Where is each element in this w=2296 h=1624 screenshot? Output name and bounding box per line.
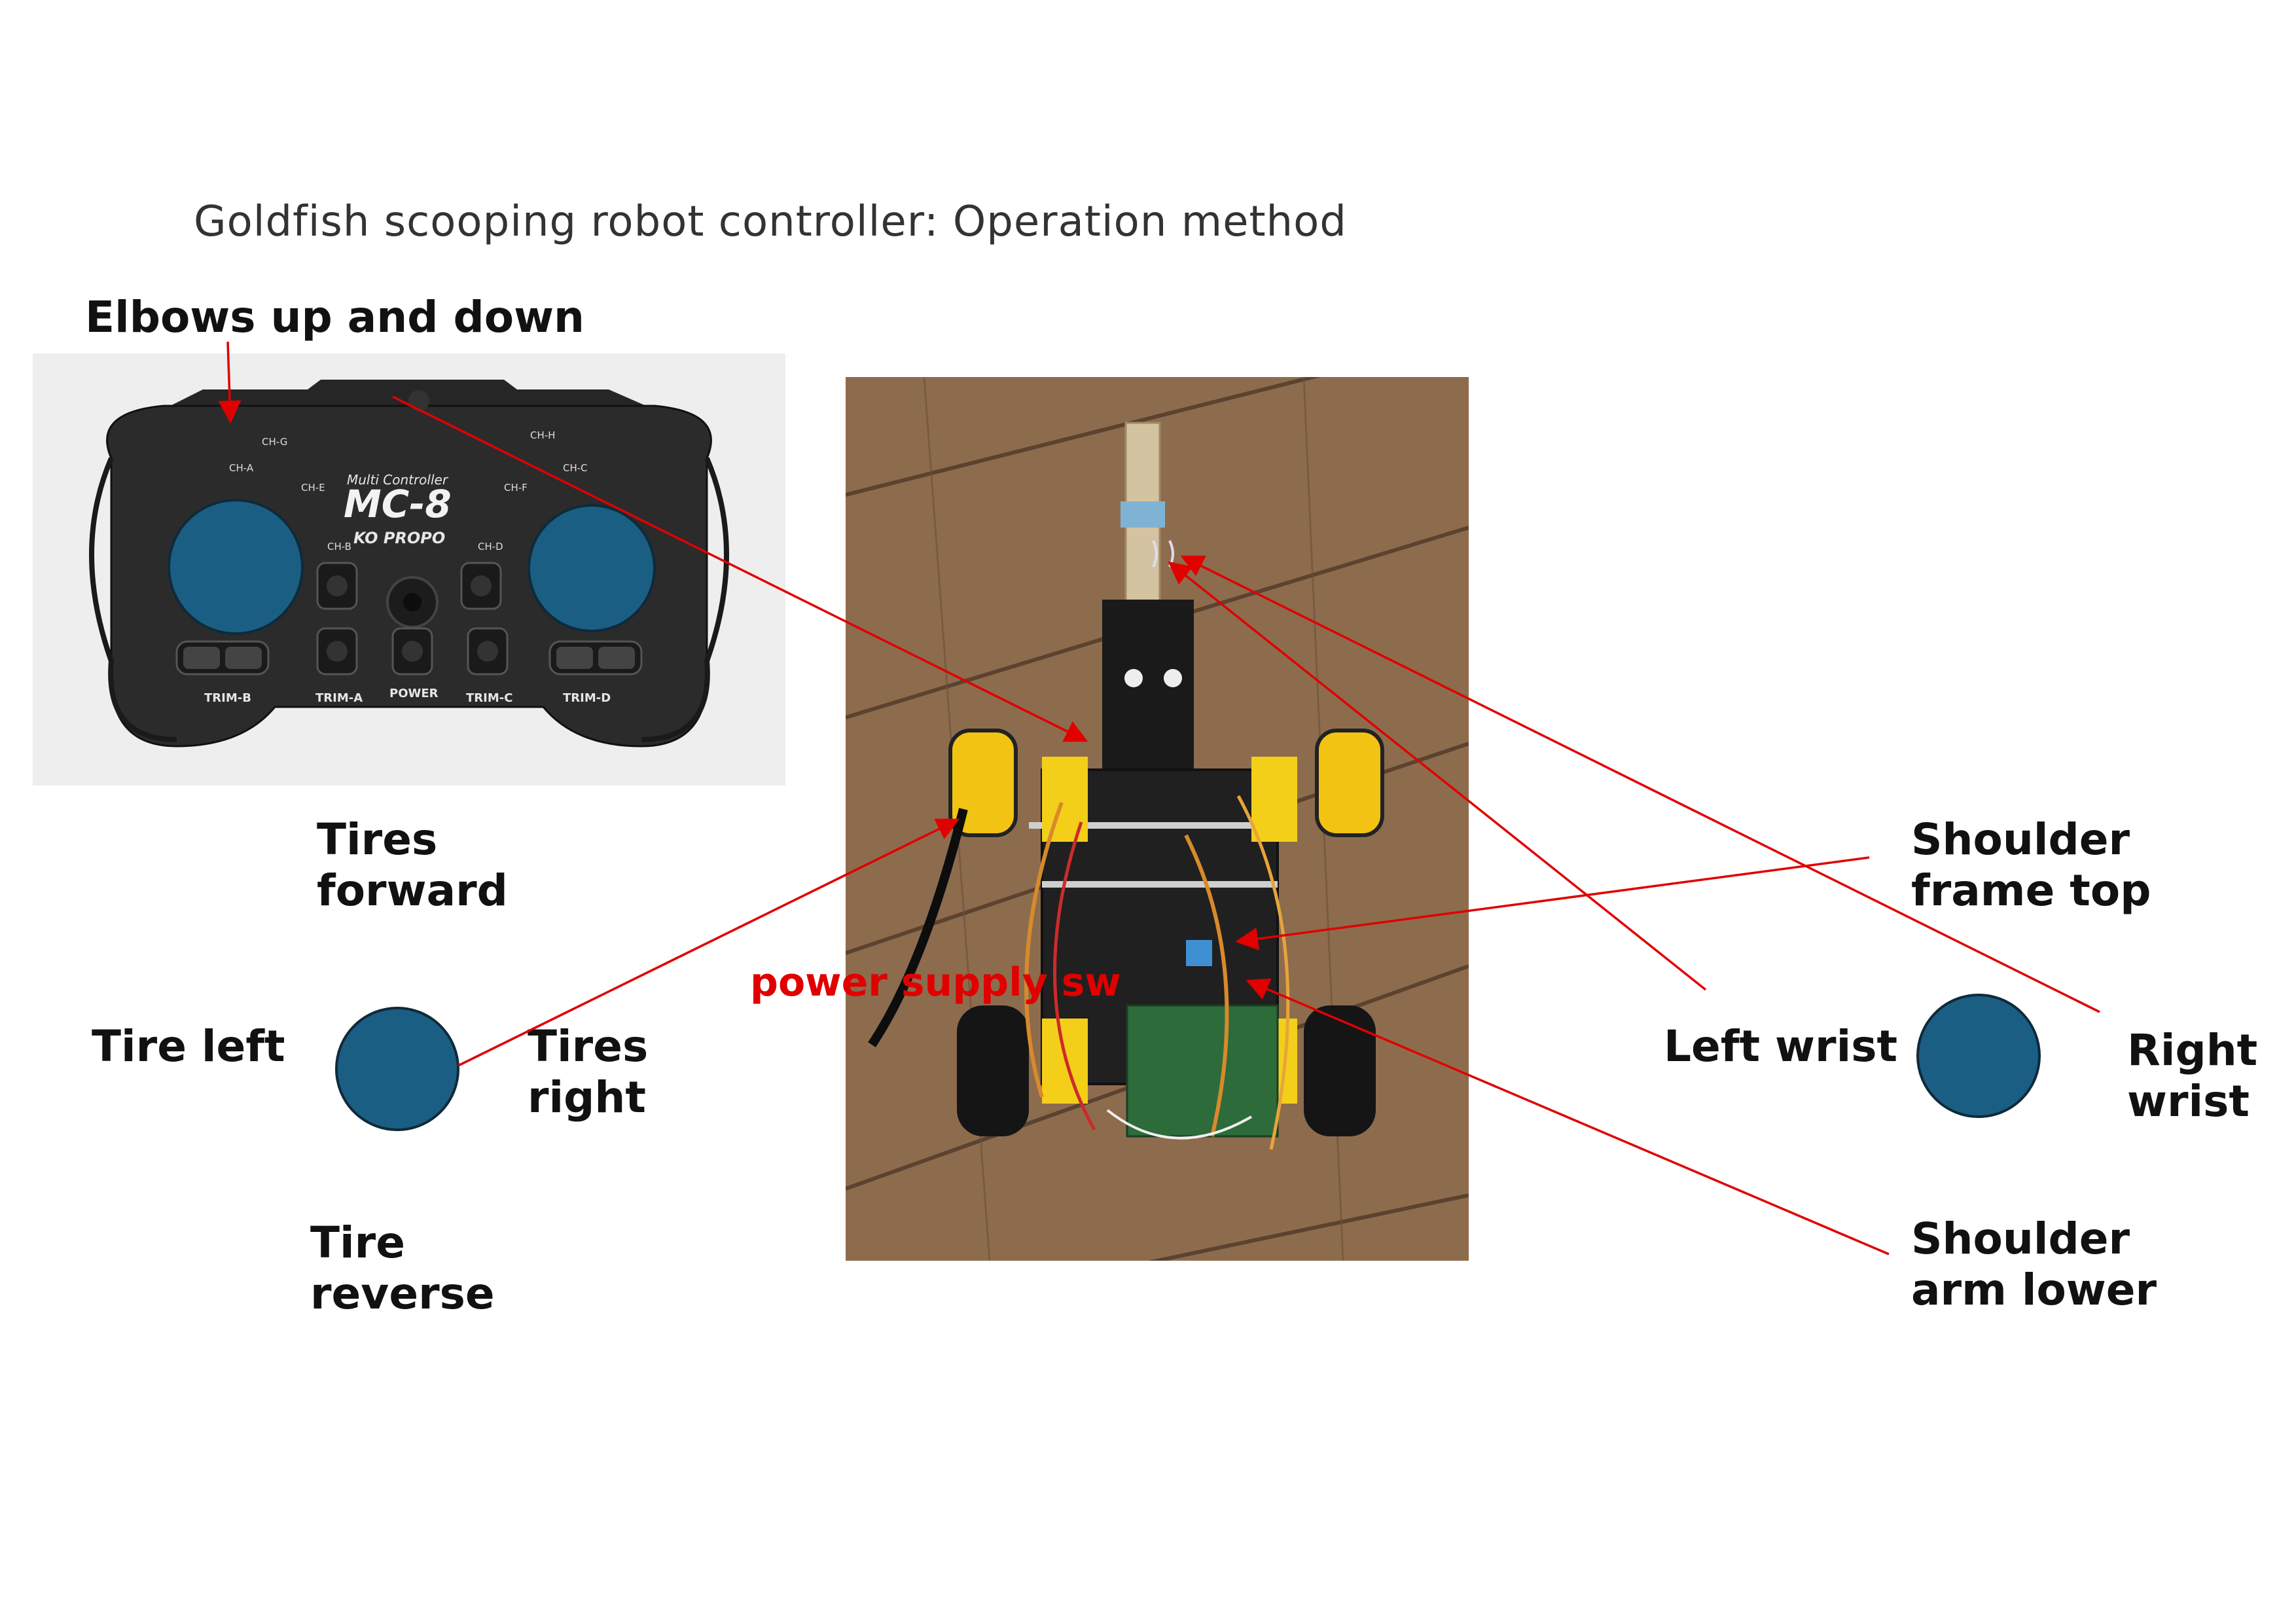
page-title: Goldfish scooping robot controller: Oper… [194,198,1347,246]
label-tire-left: Tire left [92,1021,285,1072]
trim-a-label: TRIM-A [315,691,363,705]
label-tires-right: Tires right [528,1021,649,1123]
front-right-wheel [1315,729,1384,837]
arrow-elbow-to-control [218,341,242,424]
label-tire-reverse: Tire reverse [310,1218,495,1319]
circuit-board [1126,1004,1279,1138]
power-cable [868,808,968,1047]
power-label: POWER [389,687,439,700]
robot-illustration [846,377,1469,1261]
robot-arm [1102,600,1194,796]
ch-g-text: CH-G [262,436,287,448]
label-shoulder-arm-lower: Shoulder arm lower [1911,1214,2157,1315]
arrow-elbow-to-robot [392,395,1088,742]
robot-photo [846,377,1469,1261]
arrow-shoulder-arm-lower [1246,978,1890,1255]
arrow-left-stick-to-wheel [457,818,960,1067]
trim-c-label: TRIM-C [466,691,512,705]
rear-left-wheel [957,1005,1029,1136]
label-elbows: Elbows up and down [85,292,585,342]
label-right-wrist: Right wrist [2127,1025,2258,1127]
controller-illustration: CH-A CH-B CH-C CH-D CH-E CH-F CH-G CH-H … [89,380,729,748]
ch-h-text: CH-H [530,429,555,441]
label-left-wrist: Left wrist [1664,1021,1898,1072]
ch-f-text: CH-F [504,482,528,494]
label-shoulder-frame-top: Shoulder frame top [1911,814,2151,916]
trim-b-label: TRIM-B [204,691,251,705]
controller-top-edge [157,380,661,412]
arrow-shoulder-frame-top [1235,856,1870,950]
arrow-left-wrist [1168,561,1707,991]
ch-b-text: CH-B [327,541,351,552]
front-left-wheel [948,729,1018,837]
rear-right-wheel [1304,1005,1376,1136]
blue-tape [1121,501,1165,528]
maker-name: KO PROPO [353,529,445,547]
ch-d-text: CH-D [478,541,503,552]
ch-c-text: CH-C [563,462,588,474]
right-stick-diagram [1916,994,2041,1118]
trim-d-label: TRIM-D [563,691,611,705]
left-stick[interactable] [168,499,304,635]
gearbox-right [1251,757,1297,842]
arrow-right-wrist [1180,555,2100,1013]
ch-e-text: CH-E [301,482,325,494]
label-tires-forward: Tires forward [317,814,508,916]
left-stick-diagram [335,1007,459,1131]
controller-panel: CH-A CH-B CH-C CH-D CH-E CH-F CH-G CH-H … [33,353,785,785]
model-name: MC-8 [344,482,452,526]
right-stick[interactable] [528,504,656,632]
brand-line: Multi Controller [347,472,449,488]
label-power-switch: power supply sw [750,960,1121,1005]
ch-a-text: CH-A [229,462,254,474]
